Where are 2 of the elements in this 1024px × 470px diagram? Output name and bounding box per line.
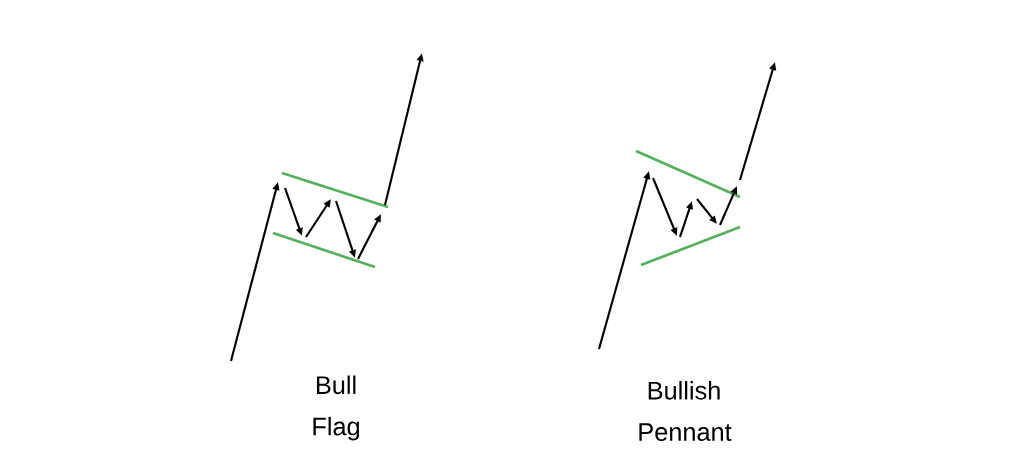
pattern-label: Bull Flag <box>313 375 359 441</box>
pattern-label: Bullish Pennant <box>639 381 732 441</box>
